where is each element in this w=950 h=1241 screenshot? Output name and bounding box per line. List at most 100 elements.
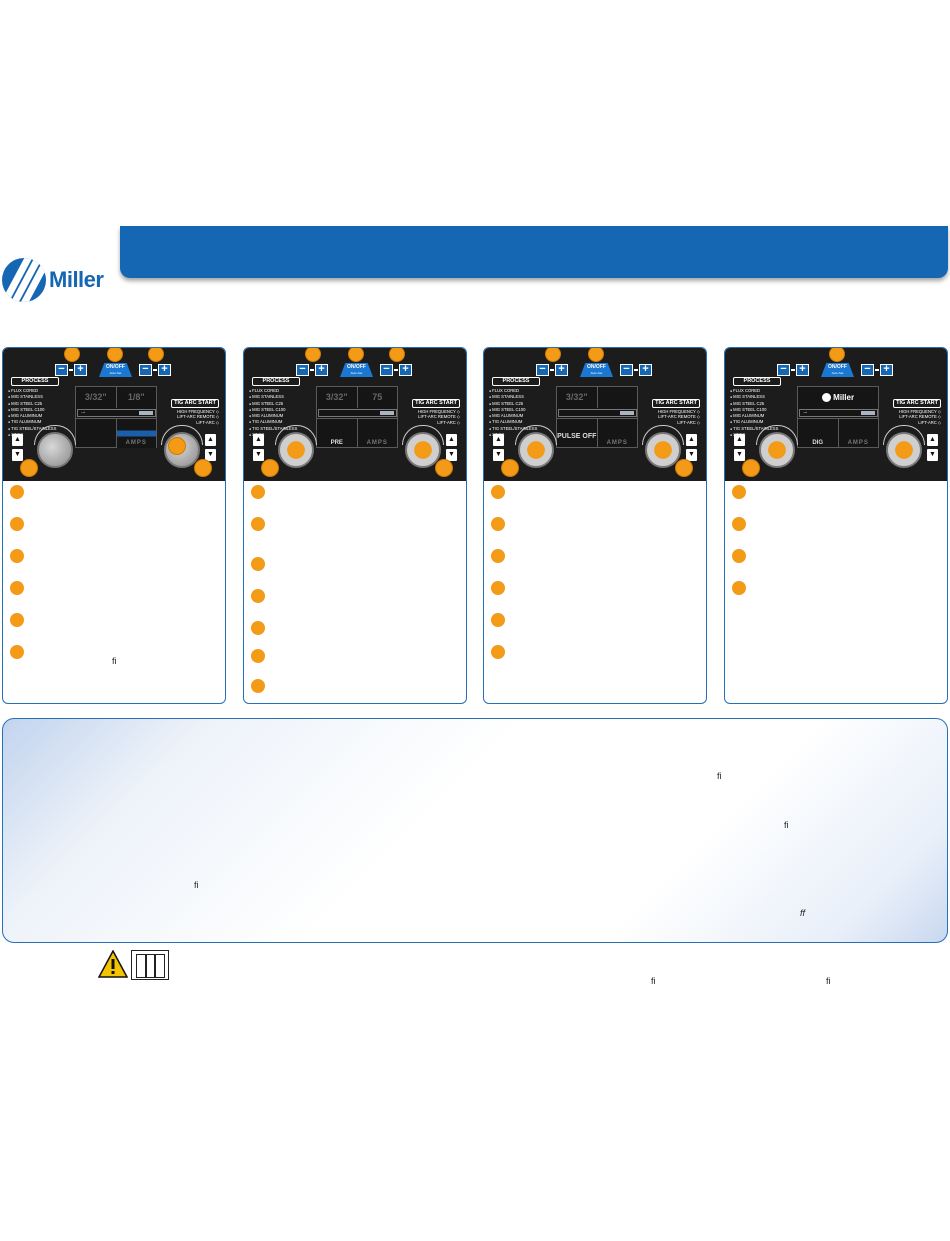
down-arrow-icon[interactable]: ▼ bbox=[205, 449, 216, 461]
process-item[interactable]: MIG STAINLESS bbox=[730, 394, 778, 400]
left-knob[interactable] bbox=[759, 432, 795, 468]
tig-option[interactable]: HIGH FREQUENCY bbox=[177, 409, 219, 414]
right-plus-minus: −+ bbox=[861, 364, 893, 376]
down-arrow-icon[interactable]: ▼ bbox=[446, 449, 457, 461]
process-item[interactable]: MIG STAINLESS bbox=[249, 394, 297, 400]
process-item[interactable]: MIG ALUMINUM bbox=[730, 413, 778, 419]
process-item[interactable]: TIG STEEL/STAINLESS bbox=[249, 426, 297, 432]
plus-button[interactable]: + bbox=[315, 364, 328, 376]
tig-option[interactable]: LIFT-ARC REMOTE bbox=[177, 414, 219, 419]
tig-option[interactable]: LIFT-ARC REMOTE bbox=[418, 414, 460, 419]
callout-item bbox=[251, 589, 265, 603]
up-arrow-icon[interactable]: ▲ bbox=[927, 434, 938, 446]
process-item[interactable]: TIG ALUMINUM bbox=[730, 419, 778, 425]
process-item[interactable]: MIG ALUMINUM bbox=[249, 413, 297, 419]
minus-button[interactable]: − bbox=[536, 364, 549, 376]
ligature-mark: fi bbox=[651, 976, 656, 986]
process-item[interactable]: TIG STEEL/STAINLESS bbox=[489, 426, 537, 432]
left-knob[interactable] bbox=[518, 432, 554, 468]
plus-button[interactable]: + bbox=[796, 364, 809, 376]
process-item[interactable]: MIG ALUMINUM bbox=[8, 413, 56, 419]
header-banner bbox=[120, 226, 948, 278]
tips-box: fi fi fi ff bbox=[2, 718, 948, 943]
process-item[interactable]: MIG STEEL C100 bbox=[489, 407, 537, 413]
tig-option[interactable]: HIGH FREQUENCY bbox=[899, 409, 941, 414]
right-knob[interactable] bbox=[405, 432, 441, 468]
process-item[interactable]: TIG STEEL/STAINLESS bbox=[730, 426, 778, 432]
up-arrow-icon[interactable]: ▲ bbox=[446, 434, 457, 446]
callout-item bbox=[491, 517, 505, 531]
process-item[interactable]: MIG STEEL C100 bbox=[249, 407, 297, 413]
process-item[interactable]: TIG ALUMINUM bbox=[489, 419, 537, 425]
up-arrow-icon[interactable]: ▲ bbox=[734, 434, 745, 446]
process-item[interactable]: MIG STEEL C100 bbox=[730, 407, 778, 413]
process-item[interactable]: FLUX CORED bbox=[730, 388, 778, 394]
plus-button[interactable]: + bbox=[639, 364, 652, 376]
minus-button[interactable]: − bbox=[380, 364, 393, 376]
display-brand: Miller bbox=[833, 393, 855, 402]
callout-marker bbox=[20, 459, 38, 477]
process-item[interactable]: MIG STEEL C25 bbox=[8, 401, 56, 407]
right-knob[interactable] bbox=[645, 432, 681, 468]
plus-button[interactable]: + bbox=[880, 364, 893, 376]
down-arrow-icon[interactable]: ▼ bbox=[12, 449, 23, 461]
minus-button[interactable]: − bbox=[296, 364, 309, 376]
minus-button[interactable]: − bbox=[861, 364, 874, 376]
tig-option[interactable]: LIFT-ARC REMOTE bbox=[899, 414, 941, 419]
left-knob[interactable] bbox=[37, 432, 73, 468]
down-arrow-icon[interactable]: ▼ bbox=[253, 449, 264, 461]
process-item[interactable]: FLUX CORED bbox=[489, 388, 537, 394]
callout-item bbox=[251, 485, 265, 499]
plus-button[interactable]: + bbox=[74, 364, 87, 376]
process-item[interactable]: FLUX CORED bbox=[8, 388, 56, 394]
process-item[interactable]: MIG STAINLESS bbox=[489, 394, 537, 400]
process-item[interactable]: TIG STEEL/STAINLESS bbox=[8, 426, 56, 432]
process-item[interactable]: TIG ALUMINUM bbox=[249, 419, 297, 425]
right-knob[interactable] bbox=[886, 432, 922, 468]
callout-item bbox=[251, 557, 265, 571]
up-arrow-icon[interactable]: ▲ bbox=[253, 434, 264, 446]
tig-option[interactable]: HIGH FREQUENCY bbox=[658, 409, 700, 414]
up-arrow-icon[interactable]: ▲ bbox=[12, 434, 23, 446]
process-title: PROCESS bbox=[733, 377, 781, 386]
plus-button[interactable]: + bbox=[399, 364, 412, 376]
tig-arc-start-title: TIG ARC START bbox=[412, 399, 460, 408]
display-cell: 3/32" bbox=[317, 387, 358, 408]
process-item[interactable]: MIG STAINLESS bbox=[8, 394, 56, 400]
tig-option[interactable]: LIFT-ARC bbox=[418, 420, 460, 425]
left-knob[interactable] bbox=[278, 432, 314, 468]
minus-button[interactable]: − bbox=[55, 364, 68, 376]
minus-button[interactable]: − bbox=[139, 364, 152, 376]
down-arrow-icon[interactable]: ▼ bbox=[686, 449, 697, 461]
process-item[interactable]: MIG STEEL C25 bbox=[489, 401, 537, 407]
down-arrow-icon[interactable]: ▼ bbox=[493, 449, 504, 461]
process-item[interactable]: MIG ALUMINUM bbox=[489, 413, 537, 419]
plus-button[interactable]: + bbox=[158, 364, 171, 376]
plus-button[interactable]: + bbox=[555, 364, 568, 376]
down-arrow-icon[interactable]: ▼ bbox=[734, 449, 745, 461]
callout-marker bbox=[348, 348, 364, 362]
process-item[interactable]: MIG STEEL C100 bbox=[8, 407, 56, 413]
process-item[interactable]: FLUX CORED bbox=[249, 388, 297, 394]
callout-marker bbox=[305, 348, 321, 362]
minus-button[interactable]: − bbox=[777, 364, 790, 376]
key-icon: ⊸ bbox=[81, 410, 86, 416]
minus-button[interactable]: − bbox=[620, 364, 633, 376]
tig-option[interactable]: LIFT-ARC bbox=[177, 420, 219, 425]
up-arrow-icon[interactable]: ▲ bbox=[205, 434, 216, 446]
process-item[interactable]: TIG ALUMINUM bbox=[8, 419, 56, 425]
process-item[interactable]: MIG STEEL C25 bbox=[730, 401, 778, 407]
tig-option[interactable]: LIFT-ARC bbox=[899, 420, 941, 425]
tig-option[interactable]: LIFT-ARC bbox=[658, 420, 700, 425]
up-arrow-icon[interactable]: ▲ bbox=[493, 434, 504, 446]
tig-option[interactable]: LIFT-ARC REMOTE bbox=[658, 414, 700, 419]
process-item[interactable]: MIG STEEL C25 bbox=[249, 401, 297, 407]
up-arrow-icon[interactable]: ▲ bbox=[686, 434, 697, 446]
tig-option[interactable]: HIGH FREQUENCY bbox=[418, 409, 460, 414]
down-arrow-icon[interactable]: ▼ bbox=[927, 449, 938, 461]
miller-logo-icon bbox=[2, 258, 46, 302]
